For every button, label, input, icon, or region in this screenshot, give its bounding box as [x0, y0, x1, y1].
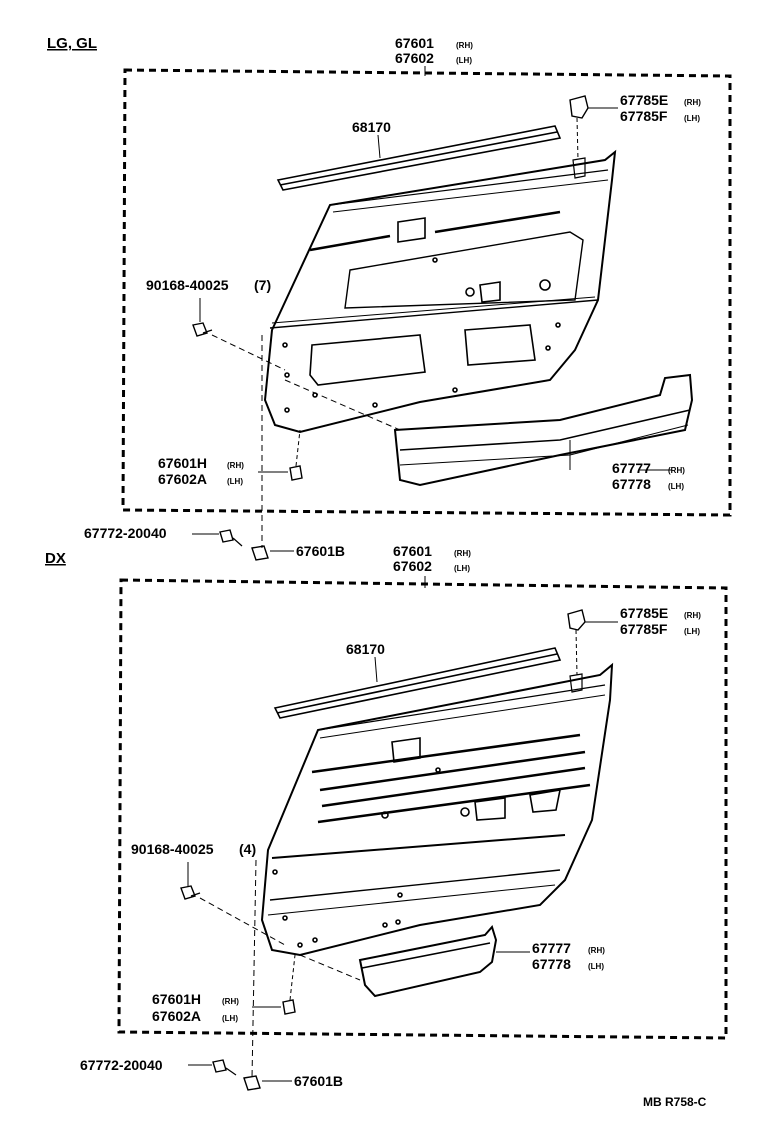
- lg-gl-clip: [258, 429, 303, 481]
- dx-panel-rh-suffix: (RH): [454, 549, 471, 558]
- dx-cover-rh-label: 67785E: [620, 605, 668, 621]
- lg-gl-cover-rh-suffix: (RH): [684, 98, 701, 107]
- lg-gl-bolt-label: 67772-20040: [84, 525, 167, 541]
- section-title-dx: DX: [45, 550, 66, 567]
- lg-gl-pocket-rh-suffix: (RH): [668, 466, 685, 475]
- lg-gl-pocket-lh-label: 67778: [612, 476, 651, 492]
- lg-gl-door-pocket: [393, 373, 694, 487]
- figure-code: MB R758-C: [643, 1095, 707, 1109]
- dx-pocket-rh-suffix: (RH): [588, 946, 605, 955]
- lg-gl-clip-rh-label: 67601H: [158, 455, 207, 471]
- dx-panel-rh-label: 67601: [393, 543, 432, 559]
- lg-gl-clip-lh-label: 67602A: [158, 471, 207, 487]
- dx-panel-lh-suffix: (LH): [454, 564, 470, 573]
- dx-clip-lh-suffix: (LH): [222, 1014, 238, 1023]
- lg-gl-pocket-lh-suffix: (LH): [668, 482, 684, 491]
- lg-gl-cover-lh-label: 67785F: [620, 108, 668, 124]
- dx-pocket-rh-label: 67777: [532, 940, 571, 956]
- dx-pocket-lh-suffix: (LH): [588, 962, 604, 971]
- dx-cover-rh-suffix: (RH): [684, 611, 701, 620]
- lg-gl-clip-lh-suffix: (LH): [227, 477, 243, 486]
- lg-gl-clip-rh-suffix: (RH): [227, 461, 244, 470]
- dx-clip-rh-label: 67601H: [152, 991, 201, 1007]
- lg-gl-retainer: [251, 545, 294, 561]
- lg-gl-screw-label: 90168-40025: [146, 277, 229, 293]
- lg-gl-weatherstrip-label: 68170: [352, 119, 391, 135]
- lg-gl-cover-lh-suffix: (LH): [684, 114, 700, 123]
- lg-gl-group-border: [121, 68, 732, 517]
- dx-retainer-leader: [251, 859, 257, 1079]
- section-title-lg-gl: LG, GL: [47, 35, 97, 52]
- dx-cover-lh-suffix: (LH): [684, 627, 700, 636]
- lg-gl-panel-lh-label: 67602: [395, 50, 434, 66]
- dx-weatherstrip-label: 68170: [346, 641, 385, 657]
- dx-pocket-lh-label: 67778: [532, 956, 571, 972]
- lg-gl-panel-lh-suffix: (LH): [456, 56, 472, 65]
- dx-group-border: [117, 578, 728, 1040]
- dx-screw: [180, 862, 286, 946]
- lg-gl-screw: [192, 298, 286, 371]
- lg-gl-pocket-leader: [284, 379, 401, 431]
- lg-gl-retainer-label: 67601B: [296, 543, 345, 559]
- lg-gl-bolt: [192, 529, 243, 547]
- dx-door-pocket: [358, 924, 530, 998]
- dx-pocket-leader: [299, 954, 361, 981]
- lg-gl-cover: [569, 95, 618, 179]
- lg-gl-door-trim-panel: [263, 149, 617, 434]
- lg-gl-panel-rh-label: 67601: [395, 35, 434, 51]
- dx-cover: [567, 609, 618, 693]
- dx-bolt: [188, 1059, 237, 1076]
- dx-clip-rh-suffix: (RH): [222, 997, 239, 1006]
- dx-bolt-label: 67772-20040: [80, 1057, 163, 1073]
- dx-clip-lh-label: 67602A: [152, 1008, 201, 1024]
- dx-retainer-label: 67601B: [294, 1073, 343, 1089]
- dx-screw-label: 90168-40025: [131, 841, 214, 857]
- lg-gl-pocket-rh-label: 67777: [612, 460, 651, 476]
- lg-gl-panel-rh-suffix: (RH): [456, 41, 473, 50]
- dx-screw-qty: (4): [239, 841, 256, 857]
- dx-cover-lh-label: 67785F: [620, 621, 668, 637]
- dx-door-trim-panel: [260, 662, 614, 957]
- dx-clip: [252, 954, 296, 1015]
- dx-retainer: [243, 1075, 292, 1091]
- dx-panel-lh-label: 67602: [393, 558, 432, 574]
- lg-gl-screw-qty: (7): [254, 277, 271, 293]
- lg-gl-weatherstrip: [276, 125, 562, 191]
- dx-weatherstrip: [273, 647, 562, 719]
- lg-gl-cover-rh-label: 67785E: [620, 92, 668, 108]
